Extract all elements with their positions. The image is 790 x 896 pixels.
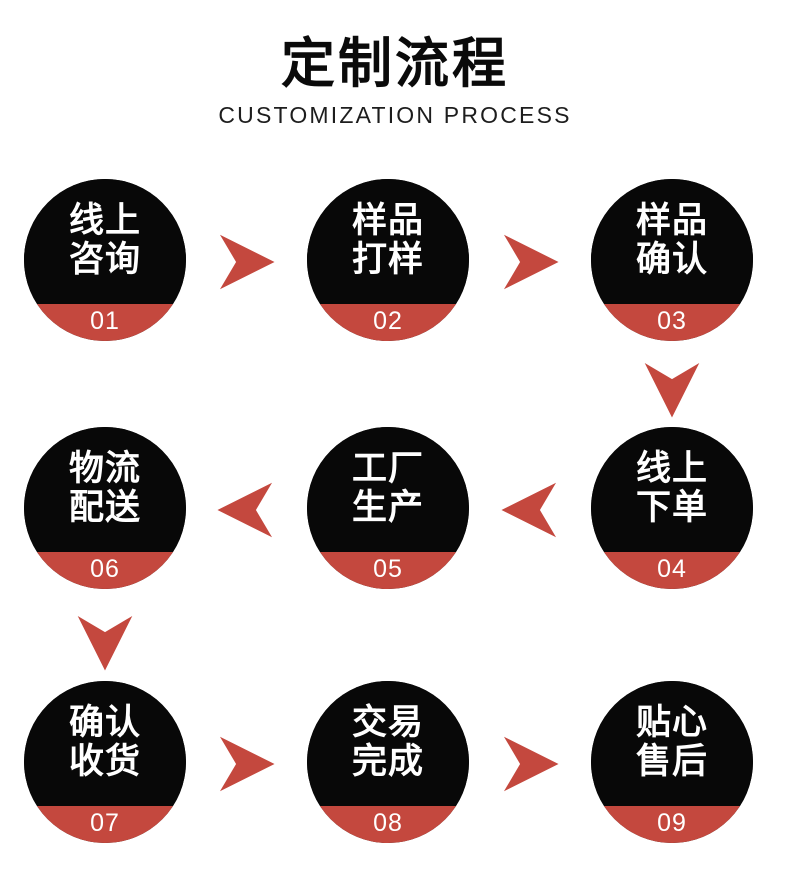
step-label-line-1: 贴心 (635, 703, 708, 744)
arrow-left-icon (215, 479, 277, 541)
step-label: 线上咨询 (24, 179, 186, 304)
step-label: 工厂生产 (307, 427, 469, 552)
step-upper-black-area (591, 179, 753, 304)
step-upper-black-area (307, 681, 469, 806)
step-upper-black-area (24, 681, 186, 806)
step-number: 06 (90, 554, 120, 583)
step-number: 03 (657, 306, 687, 335)
step-label-line-1: 线上 (68, 201, 141, 242)
step-upper-black-area (307, 427, 469, 552)
step-lower-red-band (24, 303, 186, 341)
step-label-line-1: 确认 (68, 703, 141, 744)
page-title: 定制流程 (281, 32, 509, 95)
step-upper-black-area (24, 427, 186, 552)
step-label: 物流配送 (24, 427, 186, 552)
step-label: 样品确认 (591, 179, 753, 304)
step-label-line-1: 样品 (351, 201, 424, 242)
step-number: 09 (657, 808, 687, 837)
step-label-line-1: 线上 (635, 449, 708, 490)
step-label-line-1: 交易 (351, 703, 424, 744)
step-label-line-2: 生产 (351, 488, 424, 529)
step-number: 05 (373, 554, 403, 583)
arrow-right-icon (215, 733, 277, 795)
step-lower-red-band (591, 551, 753, 589)
step-label-line-1: 工厂 (351, 449, 424, 490)
arrow-right-icon (499, 733, 561, 795)
step-number: 01 (90, 306, 120, 335)
step-upper-black-area (591, 427, 753, 552)
arrow-down-icon (74, 611, 136, 673)
step-upper-black-area (24, 179, 186, 304)
step-label-line-2: 下单 (635, 488, 708, 529)
step-label-line-2: 配送 (68, 488, 141, 529)
step-label-line-2: 咨询 (68, 240, 141, 281)
arrow-left-icon (499, 479, 561, 541)
page-subtitle: CUSTOMIZATION PROCESS (218, 102, 572, 129)
step-lower-red-band (24, 805, 186, 843)
step-label-line-1: 物流 (68, 449, 141, 490)
step-upper-black-area (307, 179, 469, 304)
step-label: 线上下单 (591, 427, 753, 552)
step-label-line-2: 确认 (635, 240, 708, 281)
step-upper-black-area (591, 681, 753, 806)
arrow-right-icon (215, 231, 277, 293)
page-header: 定制流程 CUSTOMIZATION PROCESS (0, 0, 790, 127)
step-label-line-2: 打样 (351, 240, 424, 281)
step-label: 样品打样 (307, 179, 469, 304)
step-number: 04 (657, 554, 687, 583)
step-lower-red-band (24, 551, 186, 589)
step-label-line-1: 样品 (635, 201, 708, 242)
step-label: 交易完成 (307, 681, 469, 806)
step-label-line-2: 售后 (635, 742, 708, 783)
step-label: 确认收货 (24, 681, 186, 806)
step-label-line-2: 收货 (68, 742, 141, 783)
step-number: 02 (373, 306, 403, 335)
step-number: 08 (373, 808, 403, 837)
arrow-down-icon (641, 358, 703, 420)
step-lower-red-band (591, 303, 753, 341)
arrow-right-icon (499, 231, 561, 293)
step-label-line-2: 完成 (351, 742, 424, 783)
step-lower-red-band (307, 805, 469, 843)
step-lower-red-band (307, 551, 469, 589)
step-lower-red-band (591, 805, 753, 843)
step-number: 07 (90, 808, 120, 837)
step-label: 贴心售后 (591, 681, 753, 806)
step-lower-red-band (307, 303, 469, 341)
